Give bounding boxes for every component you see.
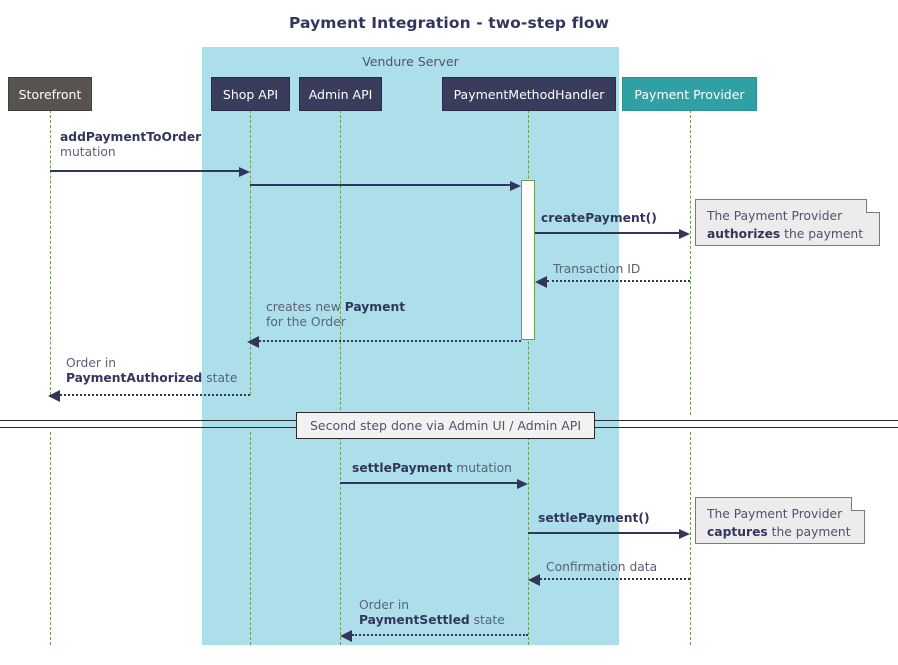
message-label-line-2: PaymentAuthorized state bbox=[66, 371, 237, 386]
message-label-transaction-id: Transaction ID bbox=[553, 262, 640, 277]
note-line-2-bold: authorizes bbox=[707, 227, 781, 241]
message-label-bold: settlePayment() bbox=[538, 511, 650, 525]
lifeline-admin-api bbox=[340, 110, 341, 415]
message-label-create-payment: createPayment() bbox=[541, 211, 657, 226]
participant-label: Admin API bbox=[308, 86, 373, 102]
message-label-line-1: creates new Payment bbox=[266, 300, 405, 315]
lifeline-admin-api-lower bbox=[340, 432, 341, 645]
lifeline-shop-api-lower bbox=[250, 432, 251, 645]
arrowhead-left-icon bbox=[247, 336, 259, 348]
arrowhead-left-icon bbox=[528, 574, 540, 586]
note-line-2: authorizes the payment bbox=[707, 225, 868, 243]
message-label-bold: createPayment() bbox=[541, 211, 657, 225]
note-line-1: The Payment Provider bbox=[707, 209, 843, 223]
message-label-plain: Transaction ID bbox=[553, 262, 641, 276]
participant-storefront[interactable]: Storefront bbox=[8, 77, 92, 111]
arrowhead-left-icon bbox=[340, 630, 352, 642]
message-arrow-add-payment-to-order bbox=[50, 167, 250, 177]
participant-label: Payment Provider bbox=[634, 86, 745, 102]
divider-label: Second step done via Admin UI / Admin AP… bbox=[309, 418, 582, 433]
message-label-line-2-bold: PaymentAuthorized bbox=[66, 371, 203, 385]
message-arrow-order-payment-authorized bbox=[48, 390, 250, 402]
note-line-2-plain: the payment bbox=[780, 227, 864, 241]
lifeline-shop-api bbox=[250, 110, 251, 395]
note-line-1: The Payment Provider bbox=[707, 507, 843, 521]
message-arrow-create-payment bbox=[535, 229, 690, 239]
message-label-order-payment-authorized: Order in PaymentAuthorized state bbox=[66, 356, 237, 386]
message-label-line-1-bold: Payment bbox=[344, 300, 406, 314]
arrowhead-right-icon bbox=[679, 229, 690, 239]
lifeline-payment-provider bbox=[690, 110, 691, 415]
message-label-order-payment-settled: Order in PaymentSettled state bbox=[359, 598, 505, 628]
arrowhead-left-icon bbox=[535, 276, 547, 288]
note-captures: The Payment Provider captures the paymen… bbox=[695, 497, 865, 544]
activation-bar-handler bbox=[521, 180, 535, 340]
participant-payment-method-handler[interactable]: PaymentMethodHandler bbox=[442, 77, 616, 111]
lifeline-storefront bbox=[50, 110, 51, 395]
message-arrow-shop-api-to-handler bbox=[250, 181, 521, 191]
message-label-confirmation-data: Confirmation data bbox=[546, 560, 657, 575]
message-arrow-transaction-id bbox=[535, 276, 690, 288]
note-fold-corner-icon bbox=[851, 497, 865, 511]
participant-label: PaymentMethodHandler bbox=[453, 86, 605, 102]
lifeline-payment-provider-lower bbox=[690, 432, 691, 645]
arrowhead-right-icon bbox=[679, 529, 690, 539]
arrowhead-right-icon bbox=[510, 181, 521, 191]
participant-shop-api[interactable]: Shop API bbox=[211, 77, 290, 111]
message-label-line-2-bold: PaymentSettled bbox=[359, 613, 470, 627]
group-label: Vendure Server bbox=[362, 54, 459, 69]
message-label-settle-payment-mutation: settlePayment mutation bbox=[352, 461, 512, 476]
message-label-line-1: Order in bbox=[359, 598, 410, 612]
message-label-bold: settlePayment bbox=[352, 461, 453, 475]
arrowhead-right-icon bbox=[239, 167, 250, 177]
message-label-plain: mutation bbox=[60, 145, 116, 159]
message-arrow-confirmation-data bbox=[528, 574, 690, 586]
message-label-line-2-plain: state bbox=[469, 613, 505, 627]
message-label-add-payment-to-order: addPaymentToOrder mutation bbox=[60, 130, 201, 160]
message-label-settle-payment-call: settlePayment() bbox=[538, 511, 650, 526]
participant-admin-api[interactable]: Admin API bbox=[299, 77, 382, 111]
message-label-bold: addPaymentToOrder bbox=[60, 130, 202, 144]
page-title: Payment Integration - two-step flow bbox=[288, 14, 610, 32]
note-fold-corner-icon bbox=[866, 199, 880, 213]
message-arrow-settle-payment-call bbox=[528, 529, 690, 539]
arrowhead-right-icon bbox=[517, 479, 528, 489]
message-label-plain: mutation bbox=[452, 461, 512, 475]
message-label-creates-new-payment: creates new Payment for the Order bbox=[266, 300, 405, 330]
message-label-line-1-plain: creates new bbox=[266, 300, 345, 314]
divider-label-box: Second step done via Admin UI / Admin AP… bbox=[296, 412, 595, 439]
note-line-2-bold: captures bbox=[707, 525, 768, 539]
message-arrow-settle-payment-mutation bbox=[340, 479, 528, 489]
message-label-line-2-plain: state bbox=[202, 371, 238, 385]
message-arrow-creates-new-payment bbox=[247, 336, 521, 348]
lifeline-handler-lower bbox=[528, 432, 529, 645]
group-box-vendure-server: Vendure Server bbox=[202, 47, 619, 645]
note-authorizes: The Payment Provider authorizes the paym… bbox=[695, 199, 880, 246]
note-line-2-plain: the payment bbox=[767, 525, 851, 539]
note-line-2: captures the payment bbox=[707, 523, 853, 541]
message-arrow-order-payment-settled bbox=[340, 630, 528, 642]
participant-label: Shop API bbox=[222, 86, 279, 102]
message-label-line-2: for the Order bbox=[266, 315, 346, 329]
message-label-line-2: PaymentSettled state bbox=[359, 613, 505, 628]
participant-payment-provider[interactable]: Payment Provider bbox=[622, 77, 757, 111]
message-label-plain: Confirmation data bbox=[546, 560, 658, 574]
message-label-line-1: Order in bbox=[66, 356, 117, 370]
arrowhead-left-icon bbox=[48, 390, 60, 402]
participant-label: Storefront bbox=[18, 86, 82, 102]
lifeline-storefront-lower bbox=[50, 432, 51, 645]
